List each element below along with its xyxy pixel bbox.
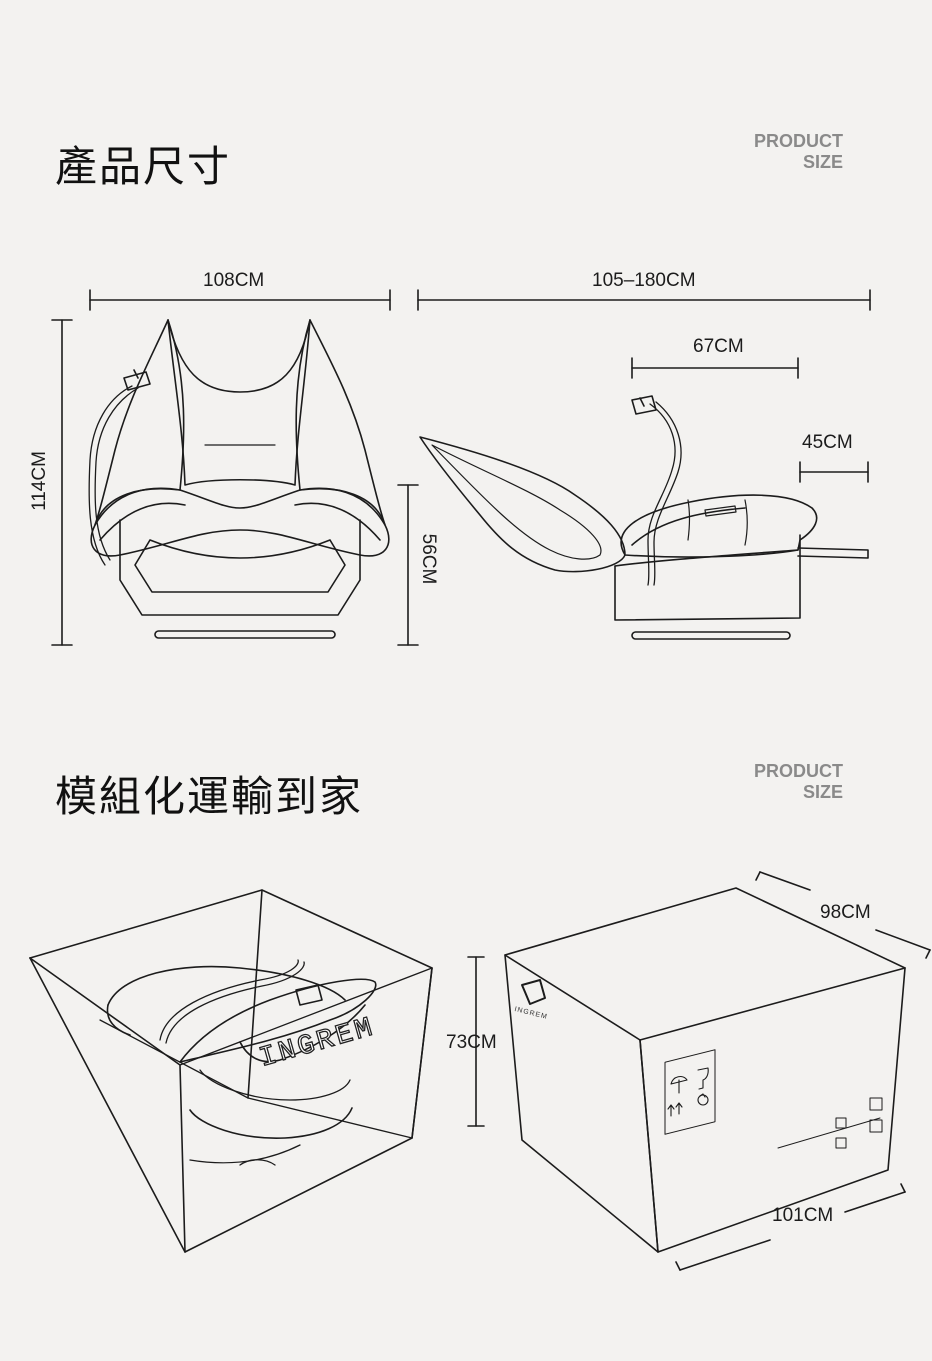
open-crate	[29, 889, 433, 1253]
tag-line-product: PRODUCT	[754, 131, 843, 151]
dim-box-depth: 98CM	[820, 902, 871, 923]
handling-icons	[667, 1067, 709, 1117]
dimension-rules-top	[51, 289, 871, 646]
dim-box-height: 73CM	[446, 1032, 497, 1053]
this-way-up-icon	[667, 1102, 683, 1117]
tag-line-size: SIZE	[802, 152, 843, 172]
dimension-rules-box	[467, 871, 931, 1271]
dim-front-width: 108CM	[203, 270, 265, 291]
tag-line-size: SIZE	[802, 782, 843, 802]
modular-shipping-title: 模組化運輸到家	[55, 772, 364, 821]
modular-shipping-tag: PRODUCT SIZE	[754, 761, 843, 803]
chair-front-view	[88, 319, 390, 639]
product-size-title: 產品尺寸	[55, 142, 232, 191]
dim-basin-width: 45CM	[802, 432, 853, 453]
dim-seat-depth: 67CM	[693, 336, 744, 357]
chair-side-view	[419, 395, 869, 640]
recycle-icon	[697, 1093, 709, 1106]
dim-box-width: 101CM	[772, 1205, 834, 1226]
closed-box	[504, 887, 906, 1253]
fragile-glass-icon	[697, 1067, 709, 1090]
product-size-tag: PRODUCT SIZE	[754, 131, 843, 173]
tag-line-product: PRODUCT	[754, 761, 843, 781]
umbrella-icon	[670, 1075, 688, 1094]
dim-side-length: 105–180CM	[592, 270, 696, 291]
